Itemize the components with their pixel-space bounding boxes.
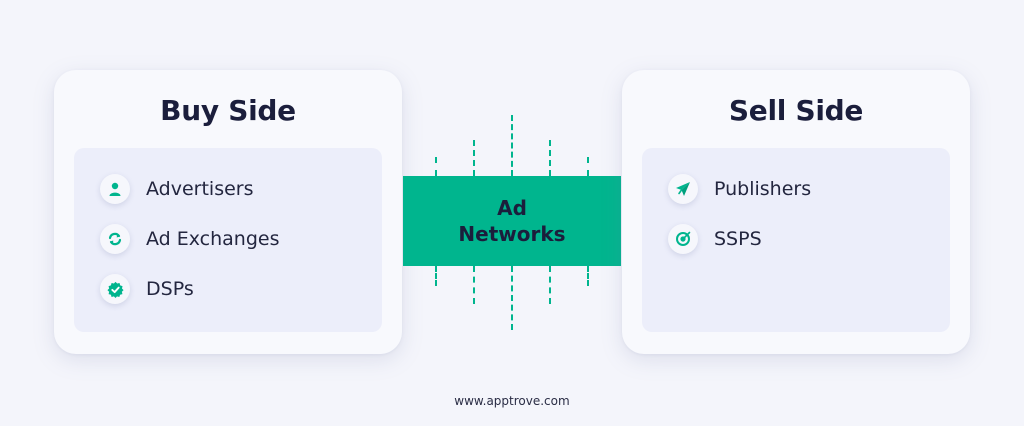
list-item-label: Advertisers [146, 178, 254, 200]
buy-side-title: Buy Side [160, 94, 296, 127]
connector-line [435, 157, 437, 176]
person-icon [100, 174, 130, 204]
list-item-ssps: SSPS [668, 222, 762, 256]
list-item-dsps: DSPs [100, 272, 194, 306]
ad-networks-box: Ad Networks [403, 176, 621, 266]
list-item-label: Publishers [714, 178, 812, 200]
connector-line [473, 266, 475, 304]
sell-side-card: Sell Side Publishers SSPS [622, 70, 970, 354]
buy-side-card: Buy Side Advertisers Ad Exchanges [54, 70, 402, 354]
connector-line [587, 266, 589, 286]
list-item-label: SSPS [714, 228, 762, 250]
connector-line [549, 140, 551, 176]
connector-line [549, 266, 551, 304]
ad-networks-label-line2: Networks [458, 222, 566, 246]
list-item-label: DSPs [146, 278, 194, 300]
gear-check-icon [100, 274, 130, 304]
connector-line [473, 140, 475, 176]
list-item-advertisers: Advertisers [100, 172, 254, 206]
sell-side-list: Publishers SSPS [642, 148, 950, 332]
list-item-label: Ad Exchanges [146, 228, 280, 250]
list-item-publishers: Publishers [668, 172, 811, 206]
connector-line [435, 266, 437, 286]
list-item-ad-exchanges: Ad Exchanges [100, 222, 280, 256]
footer-url: www.apptrove.com [454, 394, 570, 408]
buy-side-list: Advertisers Ad Exchanges DSPs [74, 148, 382, 332]
ad-networks-label-line1: Ad [497, 196, 527, 220]
connector-line [511, 115, 513, 176]
target-icon [668, 224, 698, 254]
connector-line [511, 266, 513, 330]
connector-line [587, 157, 589, 176]
paper-plane-icon [668, 174, 698, 204]
sell-side-title: Sell Side [728, 94, 864, 127]
exchange-arrows-icon [100, 224, 130, 254]
